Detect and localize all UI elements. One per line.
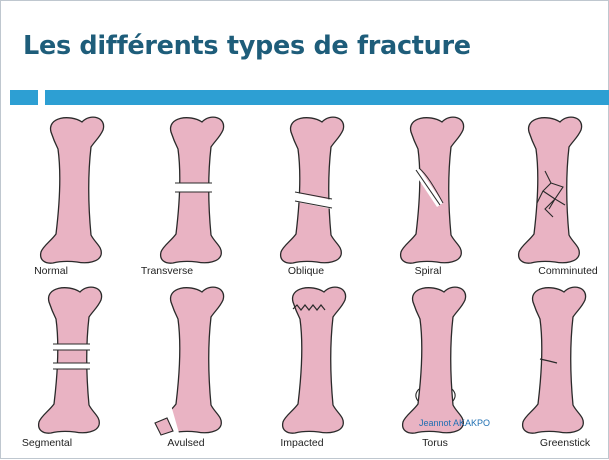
greenstick-fracture-icon <box>523 287 586 433</box>
label-avulsed: Avulsed <box>167 437 204 449</box>
label-greenstick: Greenstick <box>540 437 591 449</box>
impacted-fracture-icon <box>283 287 346 433</box>
slide-title: Les différents types de fracture <box>23 31 471 61</box>
segmental-fracture-icon <box>39 287 102 433</box>
oblique-fracture-icon <box>281 117 344 263</box>
label-impacted: Impacted <box>280 437 323 449</box>
label-normal: Normal <box>34 265 68 277</box>
transverse-fracture-icon <box>161 117 224 263</box>
torus-fracture-icon <box>403 287 466 433</box>
normal-femur-icon <box>41 117 104 263</box>
label-transverse: Transverse <box>141 265 193 277</box>
fracture-diagram-svg: Normal Transverse Oblique Spiral Comminu… <box>1 105 609 460</box>
label-oblique: Oblique <box>288 265 324 277</box>
comminuted-fracture-icon <box>519 117 582 263</box>
accent-bar-small <box>10 90 38 105</box>
label-torus: Torus <box>422 437 448 449</box>
label-segmental: Segmental <box>22 437 72 449</box>
author-credit: Jeannot AKAKPO <box>419 418 490 428</box>
label-spiral: Spiral <box>415 265 442 277</box>
avulsed-fracture-icon <box>155 287 224 435</box>
label-comminuted: Comminuted <box>538 265 598 277</box>
fracture-types-illustration: Normal Transverse Oblique Spiral Comminu… <box>1 105 609 460</box>
spiral-fracture-icon <box>401 117 464 263</box>
accent-bar <box>45 90 609 105</box>
